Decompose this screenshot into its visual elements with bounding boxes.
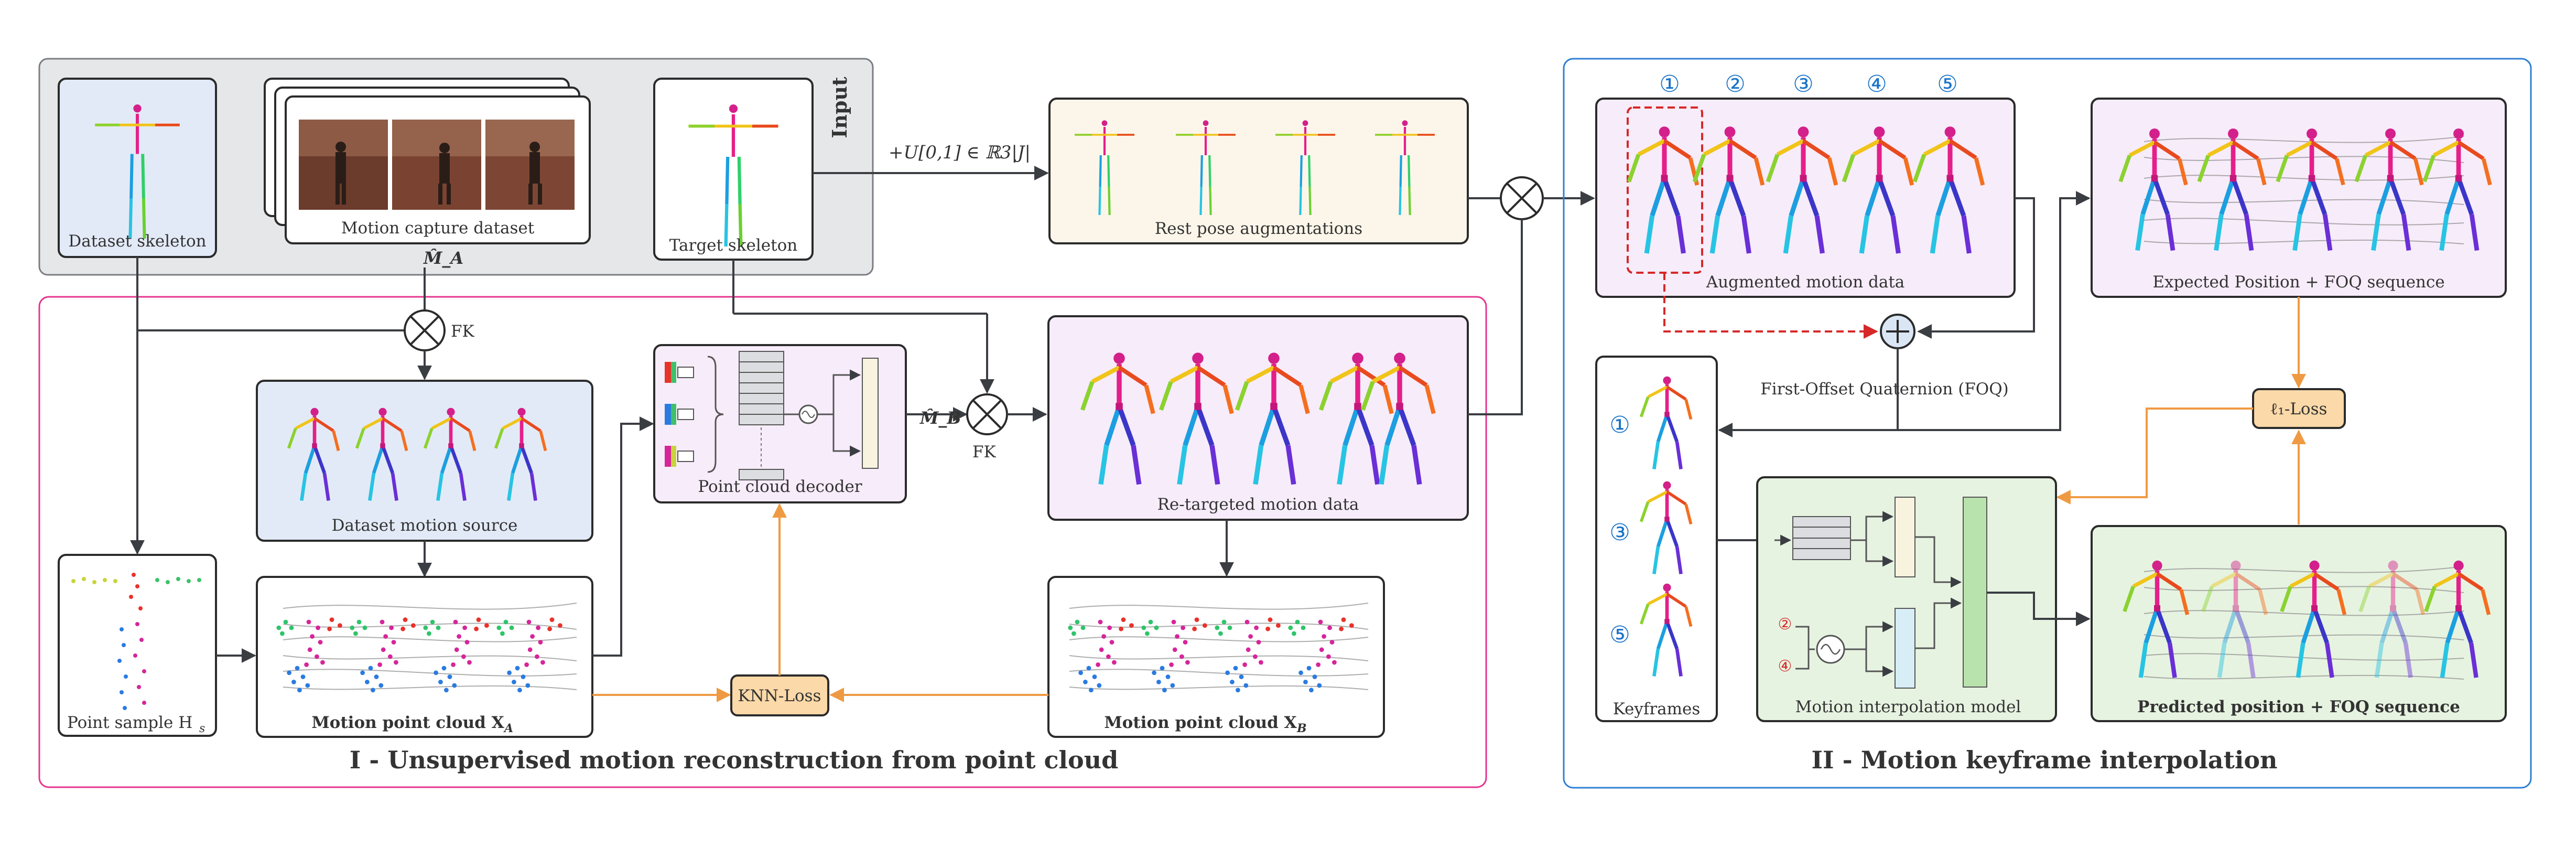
l1-loss-label: ℓ₁-Loss — [2270, 400, 2328, 419]
encoder-bar-1 — [1895, 497, 1915, 577]
augmented-label: Augmented motion data — [1706, 273, 1905, 292]
mocap-dataset-label: Motion capture dataset — [341, 219, 535, 238]
keyframe-number-1: ① — [1609, 412, 1630, 438]
interp-model-stack — [1792, 516, 1851, 560]
stack-to-encoder1-line-a — [1850, 511, 1894, 541]
model-to-predicted-line — [1987, 592, 2091, 626]
missing-number-4: ④ — [1778, 657, 1792, 676]
decoder-output-bar — [862, 358, 879, 469]
mocap-person-3 — [528, 142, 542, 205]
mocap-frame-3-wall — [485, 120, 575, 156]
point-cloud-b-sub: B — [1296, 722, 1307, 735]
sine-to-encoder2-line-a — [1844, 621, 1894, 650]
expected-box — [2091, 98, 2507, 298]
frame-number-5: ⑤ — [1937, 71, 1957, 98]
point-sample-box — [58, 554, 217, 737]
point-cloud-a-sub: A — [503, 722, 513, 735]
fk-node-top — [404, 309, 446, 351]
point-sample-label: Point sample H — [67, 713, 192, 732]
retargeted-label: Re-targeted motion data — [1157, 495, 1359, 514]
point-cloud-decoder-label: Point cloud decoder — [698, 477, 862, 496]
frame-number-2: ② — [1725, 71, 1745, 98]
mocap-person-2 — [438, 143, 451, 205]
frame-number-4: ④ — [1866, 71, 1887, 98]
activation-icon — [798, 404, 818, 424]
encoder-bar-2 — [1895, 608, 1915, 689]
keyframe-number-5: ⑤ — [1609, 621, 1630, 648]
point-cloud-a-label: Motion point cloud X — [311, 713, 504, 732]
retargeted-box — [1047, 315, 1469, 521]
mocap-frame-2-wall — [392, 120, 481, 156]
retargeted-to-multiply-line — [1468, 219, 1523, 415]
target-skeleton-label: Target skeleton — [669, 236, 797, 255]
encoders-merge-line-a — [1915, 536, 1962, 588]
encoders-merge-line-b — [1915, 597, 1962, 649]
augment-formula: +U[0,1] ∈ ℝ3|J| — [889, 142, 1031, 163]
highlight-to-foq-line — [1663, 273, 1878, 339]
foq-to-expected-line — [1898, 191, 2091, 431]
decoder-bar-green — [1963, 497, 1987, 688]
rest-pose-box — [1048, 98, 1469, 244]
keyframes-label: Keyframes — [1613, 700, 1701, 719]
interp-model-label: Motion interpolation model — [1795, 698, 2021, 716]
section1-panel — [38, 296, 1487, 788]
decoder-stack — [739, 351, 784, 480]
expected-label: Expected Position + FOQ sequence — [2152, 273, 2444, 292]
frame-number-1: ① — [1659, 71, 1680, 98]
predicted-box — [2091, 525, 2507, 722]
dataset-motion-source-label: Dataset motion source — [332, 516, 518, 535]
multiply-node-top — [1500, 176, 1544, 220]
sine-encoding-icon — [1816, 635, 1845, 664]
decoder-split-up-line — [818, 369, 861, 415]
missing-to-sine-line — [1795, 626, 1815, 650]
point-cloud-b-label: Motion point cloud X — [1104, 713, 1297, 732]
predicted-label: Predicted position + FOQ sequence — [2137, 698, 2460, 716]
section1-title: I - Unsupervised motion reconstruction f… — [350, 746, 1119, 774]
decoder-brace — [707, 356, 724, 473]
mocap-person-1 — [335, 142, 346, 205]
keyframes-box — [1595, 356, 1718, 722]
knn-loss-label: KNN-Loss — [738, 687, 821, 705]
loss-to-model-line — [2056, 408, 2253, 505]
decoder-inputs — [665, 362, 694, 467]
fk-right-label: FK — [972, 443, 997, 462]
fk-top-label: FK — [451, 322, 475, 341]
rest-pose-label: Rest pose augmentations — [1155, 219, 1362, 238]
foq-label: First-Offset Quaternion (FOQ) — [1760, 380, 2008, 399]
decoder-split-down-line — [832, 414, 861, 457]
keyframe-number-3: ③ — [1609, 519, 1630, 546]
point-sample-figure — [71, 573, 201, 710]
missing-number-2: ② — [1778, 615, 1792, 634]
section2-panel — [1563, 58, 2532, 789]
point-sample-sub: s — [199, 722, 205, 735]
dataset-skeleton-label: Dataset skeleton — [68, 232, 206, 251]
mb-hat-label: M̂_B — [919, 408, 961, 428]
mocap-symbol: M̂_A — [423, 248, 463, 268]
section2-title: II - Motion keyframe interpolation — [1812, 746, 2278, 774]
frame-number-3: ③ — [1793, 71, 1813, 98]
pca-to-decoder-line — [592, 416, 654, 657]
augmented-to-foq-line — [1917, 197, 2035, 339]
fk-node-right — [966, 393, 1008, 435]
sine-to-encoder2-line-b — [1865, 649, 1894, 677]
input-panel-title: Input — [828, 77, 851, 138]
missing4-to-sine-line — [1795, 649, 1810, 670]
foq-plus-node — [1880, 314, 1915, 349]
stack-to-encoder1-line-b — [1865, 540, 1894, 567]
